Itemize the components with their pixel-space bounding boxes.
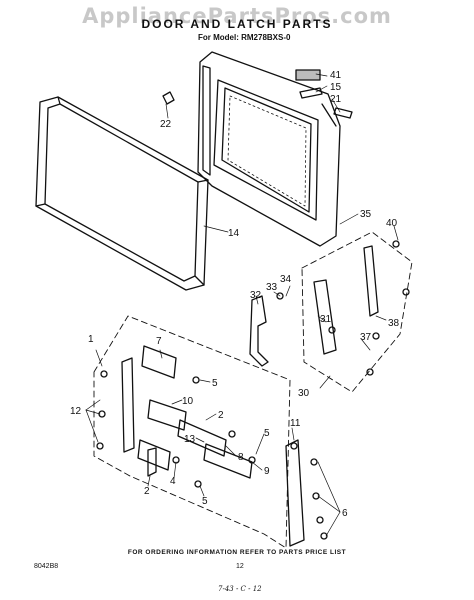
callout-6: 8 [238,452,244,463]
latch-assembly [249,231,413,393]
model-line: For Model: RM278BXS-0 [198,33,291,42]
watermark: AppliancePartsPros.com [82,4,392,28]
hinge-assembly [93,315,291,549]
callout-40: 40 [386,218,398,229]
callout-21: 21 [330,94,342,105]
callout-5a: 5 [212,378,218,389]
ordering-footnote: FOR ORDERING INFORMATION REFER TO PARTS … [127,549,347,556]
callout-leaders [85,73,399,537]
callout-11: 6 [342,508,348,519]
handwritten-note: 7-43 - C - 12 [218,585,262,593]
callout-2: 2 [218,410,224,421]
page-title: DOOR AND LATCH PARTS [141,17,333,31]
callout-22: 22 [160,119,172,130]
callout-31: 31 [320,314,332,325]
callout-numbers: 41 15 21 22 14 35 40 32 33 34 31 38 37 3… [70,70,400,519]
callout-5b: 5 [264,428,270,439]
callout-12: 12 [70,406,82,417]
callout-37: 37 [360,332,372,343]
page-number: 12 [236,563,244,570]
callout-13: 13 [184,434,196,445]
callout-32: 32 [250,290,262,301]
hinge-strip-10 [285,439,328,547]
callout-5c: 5 [202,496,208,507]
callout-10: 11 [290,418,301,429]
document-code: 8042B8 [34,563,59,570]
callout-1: 1 [88,334,94,345]
door-panel-14 [35,96,209,291]
callout-15: 15 [330,82,342,93]
callout-8: 9 [264,466,270,477]
callout-7: 7 [156,336,162,347]
door-small-parts [162,69,353,119]
callout-38: 38 [388,318,400,329]
callout-41: 41 [330,70,342,81]
callout-35: 35 [360,209,372,220]
callout-34: 34 [280,274,292,285]
callout-33: 33 [266,282,278,293]
callout-9: 10 [182,396,194,407]
callout-30: 30 [298,388,310,399]
callout-14: 14 [228,228,240,239]
callout-2b: 2 [144,486,150,497]
callout-4: 4 [170,476,176,487]
door-inner-frame [197,51,341,247]
